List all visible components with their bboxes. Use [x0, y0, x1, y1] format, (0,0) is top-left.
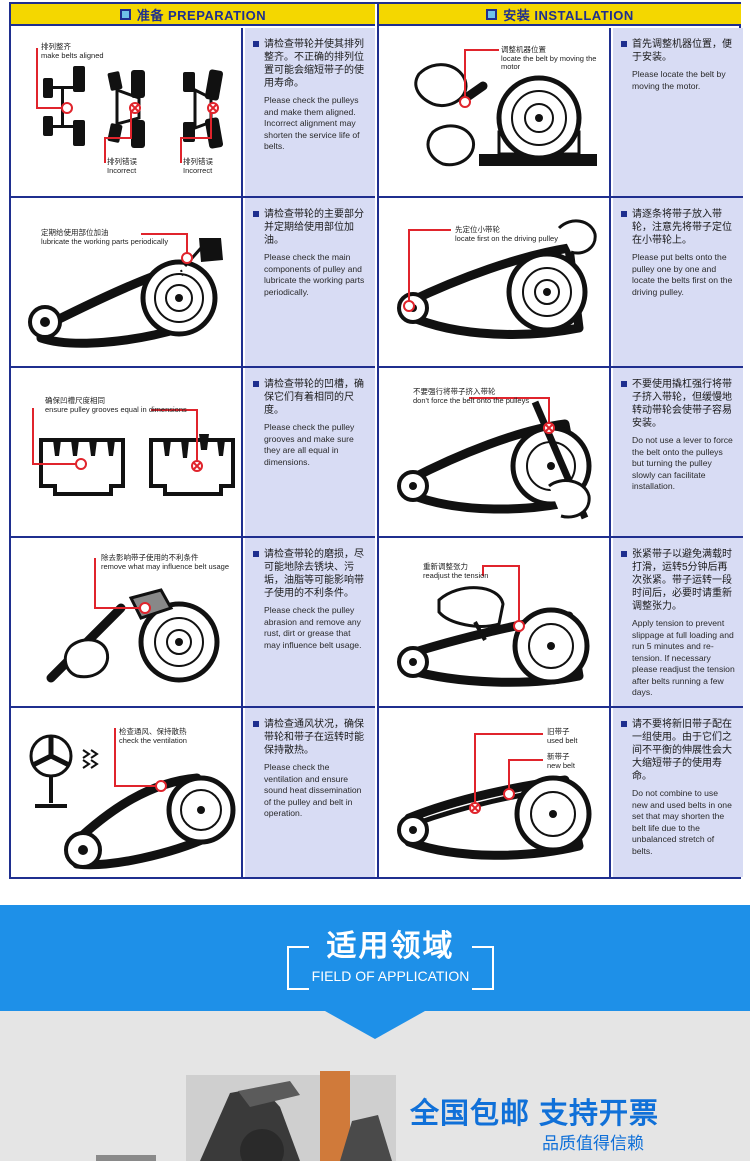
pulley-alignment-icon	[36, 48, 224, 163]
tension-hand-icon	[397, 565, 590, 687]
new-used-text-zh: 请不要将新旧带子配在一组使用。由于它们之间不平衡的伸展性会大大缩短带子的使用寿命…	[621, 718, 735, 783]
driving-pulley-text-en: Please put belts onto the pulley one by …	[632, 252, 733, 297]
remove-rust-text-panel: 请检查带轮的磨损，尽可能地除去锈块、污垢，油脂等可能影响带子使用的不利条件。 P…	[245, 538, 375, 706]
promo-block: 全国包邮 支持开票 品质值得信赖	[410, 1098, 680, 1154]
grooves-text-zh: 请检查带轮的凹槽，确保它们有着相同的尺度。	[253, 378, 367, 417]
lubricate-text-zh: 请检查带轮的主要部分并定期给使用部位加油。	[253, 208, 367, 247]
belt-hand-icon	[397, 219, 597, 339]
field-of-application-banner: 适用领域 FIELD OF APPLICATION	[0, 905, 750, 1011]
banner-title-zh: 适用领域	[326, 930, 455, 963]
no-lever-text-en: Do not use a lever to force the belt ont…	[632, 435, 733, 491]
lubricate-text-en: Please check the main components of pull…	[264, 252, 365, 297]
tension-text-panel: 张紧带子以避免满载时打滑，运转5分钟后再次张紧。带子运转一段时间后，必要时请重新…	[613, 538, 743, 706]
new-used-belts-icon	[397, 733, 592, 860]
lubricate-text-panel: 请检查带轮的主要部分并定期给使用部位加油。 Please check the m…	[245, 198, 375, 366]
square-bullet-icon	[119, 8, 131, 20]
alignment-text-en: Please check the pulleys and make them a…	[264, 95, 360, 151]
grooves-text-panel: 请检查带轮的凹槽，确保它们有着相同的尺度。 Please check the p…	[245, 368, 375, 536]
ventilation-text-panel: 请检查通风状况，确保带轮和带子在运转时能保持散热。 Please check t…	[245, 708, 375, 877]
preparation-header: 准备 PREPARATION	[11, 4, 375, 26]
ventilation-text-en: Please check the ventilation and ensure …	[264, 762, 362, 818]
application-photo-area	[0, 1011, 750, 1161]
fan-pulley-icon	[29, 728, 236, 870]
tension-text-en: Apply tension to prevent slippage at ful…	[632, 618, 735, 697]
driving-pulley-text-panel: 请逐条将带子放入带轮，注意先将带子定位在小带轮上。 Please put bel…	[613, 198, 743, 366]
tension-text-zh: 张紧带子以避免满载时打滑，运转5分钟后再次张紧。带子运转一段时间后，必要时请重新…	[621, 548, 735, 613]
installation-header-zh: 安装	[503, 7, 531, 23]
oil-can-pulley-icon	[28, 233, 223, 348]
installation-header-en: INSTALLATION	[534, 7, 634, 23]
pulley-grooves-icon	[32, 408, 235, 496]
preparation-header-zh: 准备	[136, 7, 164, 23]
no-lever-text-zh: 不要使用撬杠强行将带子挤入带轮，但缓慢地转动带轮会使带子容易安装。	[621, 378, 735, 430]
instruction-grid: 准备 PREPARATION	[9, 2, 743, 879]
motor-hands-icon	[414, 49, 597, 167]
frame-right-bracket	[472, 946, 494, 990]
gym-equipment-photo	[96, 1071, 396, 1161]
banner-arrow-notch	[325, 1011, 425, 1039]
new-used-text-en: Do not combine to use new and used belts…	[632, 788, 732, 856]
ventilation-text-zh: 请检查通风状况，确保带轮和带子在运转时能保持散热。	[253, 718, 367, 757]
lever-belt-icon	[397, 397, 592, 520]
driving-pulley-text-zh: 请逐条将带子放入带轮，注意先将带子定位在小带轮上。	[621, 208, 735, 247]
move-motor-text-zh: 首先调整机器位置，便于安装。	[621, 38, 735, 64]
preparation-header-en: PREPARATION	[167, 7, 267, 23]
move-motor-text-en: Please locate the belt by moving the mot…	[632, 69, 726, 91]
promo-headline: 全国包邮 支持开票	[410, 1098, 660, 1130]
alignment-text-panel: 请检查带轮并使其排列整齐。不正确的排列位置可能会缩短带子的使用寿命。 Pleas…	[245, 28, 375, 196]
banner-title-frame: 适用领域 FIELD OF APPLICATION	[287, 930, 494, 990]
banner-title-en: FIELD OF APPLICATION	[311, 968, 470, 984]
move-motor-text-panel: 首先调整机器位置，便于安装。 Please locate the belt by…	[613, 28, 743, 196]
alignment-text-zh: 请检查带轮并使其排列整齐。不正确的排列位置可能会缩短带子的使用寿命。	[253, 38, 367, 90]
installation-header: 安装 INSTALLATION	[379, 4, 741, 26]
no-lever-text-panel: 不要使用撬杠强行将带子挤入带轮，但缓慢地转动带轮会使带子容易安装。 Do not…	[613, 368, 743, 536]
remove-rust-text-zh: 请检查带轮的磨损，尽可能地除去锈块、污垢，油脂等可能影响带子使用的不利条件。	[253, 548, 367, 600]
grooves-text-en: Please check the pulley grooves and make…	[264, 422, 355, 467]
remove-rust-text-en: Please check the pulley abrasion and rem…	[264, 605, 362, 650]
promo-subline: 品质值得信赖	[542, 1134, 644, 1153]
new-used-text-panel: 请不要将新旧带子配在一组使用。由于它们之间不平衡的伸展性会大大缩短带子的使用寿命…	[613, 708, 743, 877]
brush-pulley-icon	[46, 558, 220, 683]
square-bullet-icon	[486, 8, 498, 20]
preparation-column: 准备 PREPARATION	[11, 4, 375, 877]
frame-left-bracket	[287, 946, 309, 990]
